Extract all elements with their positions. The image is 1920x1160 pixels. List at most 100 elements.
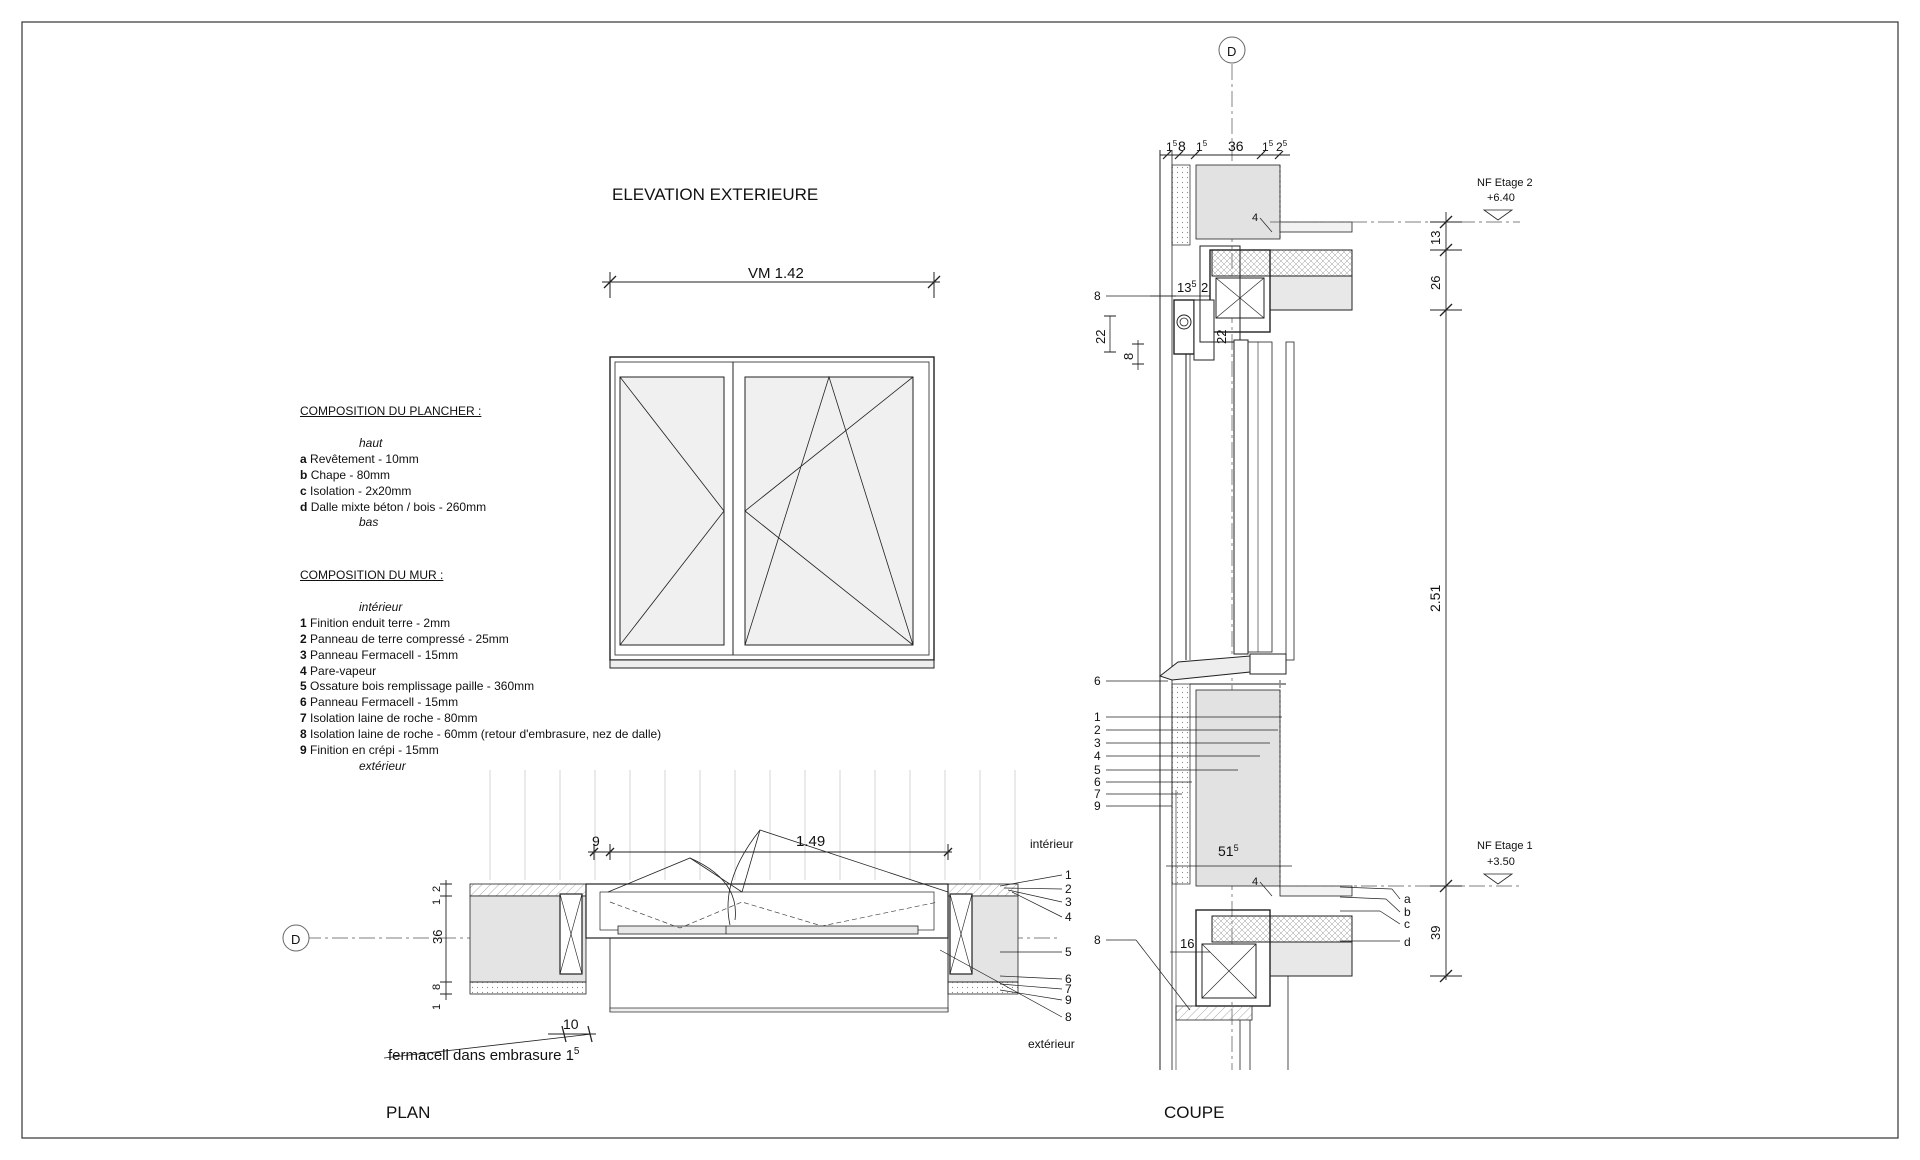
legend-item-text: Chape - 80mm (310, 467, 391, 482)
legend-item: 9 Finition en crépi - 15mm (300, 743, 661, 759)
legend-item-key: 6 (300, 695, 307, 710)
section-dim-8: 8 (1121, 353, 1136, 360)
wall-composition-bottom: extérieur (359, 758, 406, 773)
plan-exterior-label: extérieur (1028, 1037, 1075, 1051)
section-left-key-4: 4 (1094, 749, 1101, 763)
legend-item-key: 2 (300, 631, 307, 646)
section-left-key-6: 6 (1094, 775, 1101, 789)
legend-item: a Revêtement - 10mm (300, 452, 486, 468)
level-top-name: NF Etage 2 (1477, 177, 1533, 189)
legend-item-key: d (300, 499, 308, 514)
plan-fermacell-note: fermacell dans embrasure 15 (388, 1046, 580, 1064)
plan-wall-dim-bot-b: 1 (431, 1004, 443, 1010)
plan-reveal-dim-2: 10 (563, 1016, 579, 1032)
section-dim-26: 26 (1428, 276, 1443, 290)
section-left-key-8-bottom: 8 (1094, 933, 1101, 947)
section-upper-key-4: 4 (1252, 212, 1258, 224)
section-dim-22-right: 22 (1214, 330, 1229, 344)
section-left-key-2: 2 (1094, 723, 1101, 737)
section-view: D 15 8 15 36 15 25 (1093, 36, 1533, 1122)
plan-key-4: 4 (1065, 910, 1072, 924)
wall-composition-legend: COMPOSITION DU MUR : intérieur 1 Finitio… (300, 568, 661, 775)
section-top-dim-36: 36 (1228, 138, 1244, 154)
legend-item: c Isolation - 2x20mm (300, 484, 486, 500)
legend-item-key: b (300, 467, 308, 482)
legend-item: 4 Pare-vapeur (300, 664, 661, 680)
legend-item: b Chape - 80mm (300, 468, 486, 484)
floor-composition-top: haut (359, 435, 383, 450)
legend-item-text: Panneau de terre compressé - 25mm (310, 631, 509, 646)
section-dim-39: 39 (1428, 926, 1443, 940)
section-left-key-6-top: 6 (1094, 674, 1101, 688)
section-upper-slab (1269, 275, 1353, 311)
legend-item: 2 Panneau de terre compressé - 25mm (300, 632, 661, 648)
legend-item-key: 3 (300, 647, 307, 662)
section-left-key-1: 1 (1094, 710, 1101, 724)
plan-key-6: 6 (1065, 972, 1072, 986)
legend-item-text: Isolation laine de roche - 80mm (310, 711, 478, 726)
legend-item-key: 1 (300, 615, 307, 630)
legend-item-key: 9 (300, 743, 307, 758)
section-lower-wall-core (1195, 689, 1281, 887)
wall-composition-top: intérieur (359, 599, 403, 614)
legend-item-text: Panneau Fermacell - 15mm (310, 647, 459, 662)
section-lower-key-4: 4 (1252, 876, 1258, 888)
legend-item-text: Panneau Fermacell - 15mm (310, 695, 459, 710)
plan-key-2: 2 (1065, 882, 1072, 896)
section-left-key-8-top: 8 (1094, 289, 1101, 303)
section-top-dim-3: 15 (1262, 139, 1274, 154)
legend-item-text: Ossature bois remplissage paille - 360mm (310, 679, 535, 694)
section-floor-key-d: d (1404, 935, 1411, 949)
section-top-dim-1: 15 (1166, 139, 1178, 154)
level-bottom-value: +3.50 (1487, 856, 1515, 868)
sheet-border (21, 21, 1899, 1139)
section-left-key-9: 9 (1094, 799, 1101, 813)
window-right-sash (744, 376, 914, 646)
section-left-key-7: 7 (1094, 787, 1101, 801)
legend-item-text: Pare-vapeur (310, 663, 377, 678)
section-dim-16: 16 (1180, 936, 1194, 951)
legend-item: 7 Isolation laine de roche - 80mm (300, 711, 661, 727)
plan-wall-dim-bot-a: 8 (431, 984, 443, 990)
section-dim-515: 515 (1218, 843, 1239, 859)
section-top-dim-4: 25 (1276, 139, 1288, 154)
level-top-value: +6.40 (1487, 192, 1515, 204)
plan-key-7: 7 (1065, 982, 1072, 996)
legend-item-key: 7 (300, 711, 307, 726)
legend-item: 8 Isolation laine de roche - 60mm (retou… (300, 727, 661, 743)
legend-item-key: c (300, 483, 307, 498)
legend-item-text: Isolation laine de roche - 60mm (retour … (310, 727, 662, 742)
legend-item-key: a (300, 451, 307, 466)
section-lower-slab (1269, 941, 1353, 977)
legend-item: d Dalle mixte béton / bois - 260mm (300, 500, 486, 516)
plan-key-9: 9 (1065, 993, 1072, 1007)
legend-item: 3 Panneau Fermacell - 15mm (300, 648, 661, 664)
level-bottom-name: NF Etage 1 (1477, 840, 1533, 852)
section-dim-135: 135 (1177, 279, 1196, 295)
section-top-dim-2: 15 (1196, 139, 1208, 154)
legend-item-text: Isolation - 2x20mm (310, 483, 412, 498)
legend-item-key: 5 (300, 679, 307, 694)
elevation-width-dim: VM 1.42 (748, 265, 804, 282)
section-floor-key-c: c (1404, 917, 1410, 931)
plan-reveal-dim: 9 (592, 833, 600, 849)
plan-title: PLAN (386, 1103, 430, 1122)
section-title: COUPE (1164, 1103, 1224, 1122)
floor-composition-legend: COMPOSITION DU PLANCHER : haut a Revêtem… (300, 404, 486, 531)
section-top-dim-8: 8 (1178, 138, 1186, 154)
legend-item-text: Dalle mixte béton / bois - 260mm (310, 499, 487, 514)
section-dim-13: 13 (1428, 231, 1443, 245)
section-floor-key-a: a (1404, 892, 1411, 906)
section-floor-key-b: b (1404, 905, 1411, 919)
legend-item: 6 Panneau Fermacell - 15mm (300, 695, 661, 711)
floor-composition-heading: COMPOSITION DU PLANCHER : (300, 404, 482, 418)
window-left-sash (619, 376, 725, 646)
section-axis-label: D (1227, 44, 1236, 59)
plan-key-1: 1 (1065, 868, 1072, 882)
section-dim-2: 2 (1201, 280, 1208, 295)
elevation-title: ELEVATION EXTERIEURE (612, 185, 818, 204)
legend-item-text: Finition en crépi - 15mm (310, 743, 439, 758)
